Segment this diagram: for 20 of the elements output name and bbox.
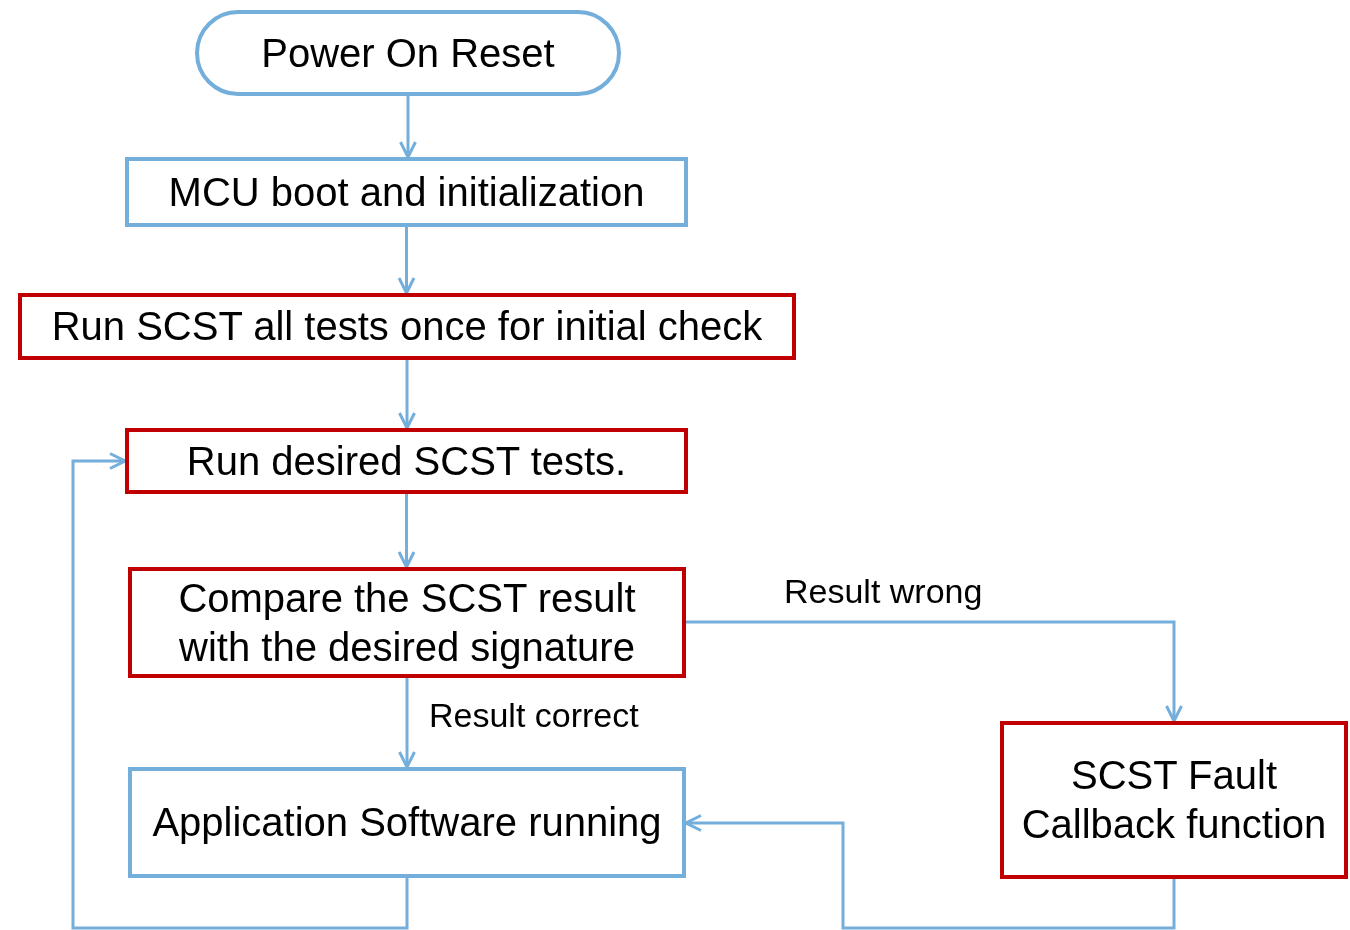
- node-text: MCU boot and initialization: [168, 168, 645, 216]
- arrow: [397, 227, 416, 295]
- process-box: [128, 567, 686, 678]
- node-text: Application Software running: [152, 799, 662, 847]
- node-text: Run desired SCST tests.: [186, 437, 627, 485]
- node-text: Power On Reset: [261, 29, 555, 77]
- arrow: [399, 96, 417, 159]
- process-box: [128, 767, 686, 878]
- arrow: [71, 452, 409, 930]
- arrow: [397, 494, 416, 569]
- node-text: SCST Fault Callback function: [1020, 752, 1328, 848]
- node-text: Run SCST all tests once for initial check: [51, 303, 763, 351]
- process-box: [18, 293, 796, 360]
- process-box: [125, 428, 688, 494]
- arrow: [686, 620, 1183, 723]
- arrow: [398, 360, 416, 430]
- process-box: [125, 157, 688, 227]
- node-text: Compare the SCST result with the desired signature: [177, 574, 637, 671]
- arrow: [398, 678, 416, 769]
- process-box: [1000, 721, 1348, 879]
